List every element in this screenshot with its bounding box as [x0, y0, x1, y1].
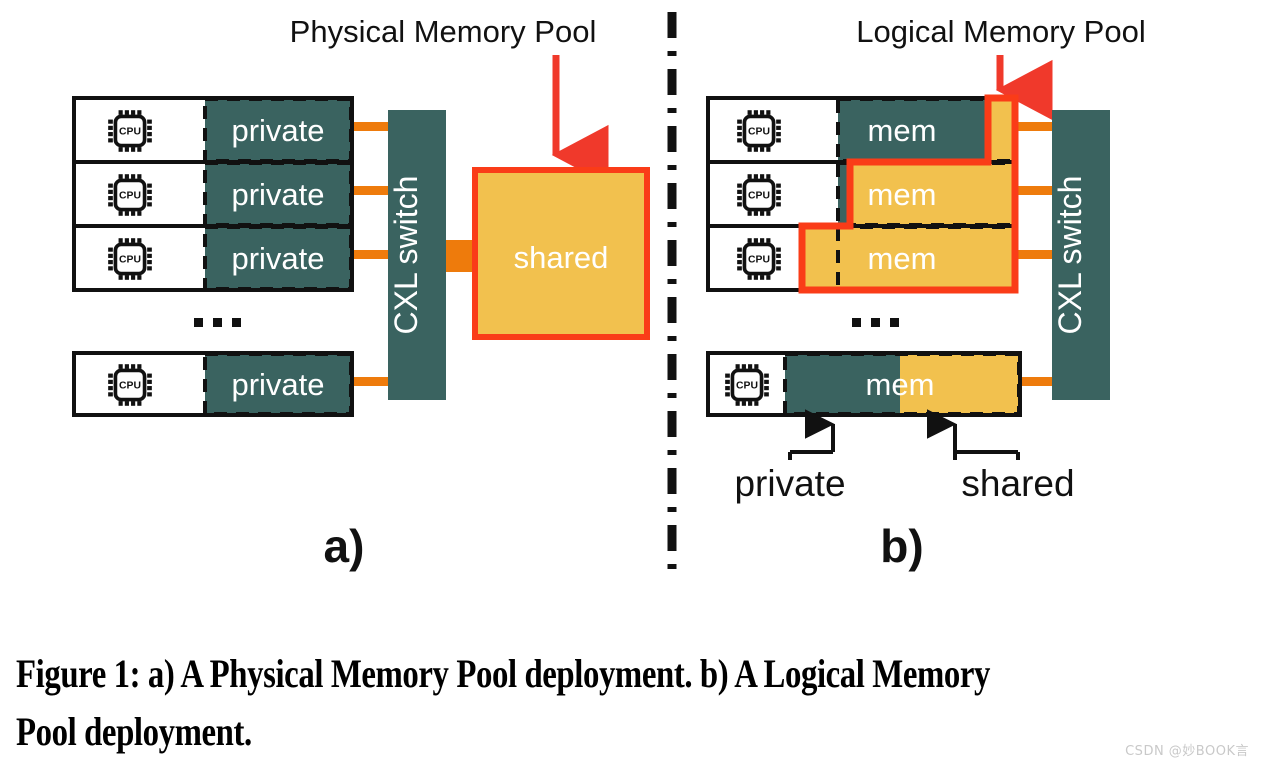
svg-text:mem: mem	[866, 367, 935, 402]
svg-text:CXL switch: CXL switch	[388, 176, 424, 335]
svg-text:Physical Memory Pool: Physical Memory Pool	[290, 14, 597, 49]
panel-a-label: a)	[324, 520, 365, 572]
svg-text:mem: mem	[868, 241, 937, 276]
svg-text:mem: mem	[868, 177, 937, 212]
panel-b-mem-labels: mem mem mem	[868, 113, 937, 276]
figure-caption: Figure 1: a) A Physical Memory Pool depl…	[16, 651, 991, 754]
panel-a-server-stack: private private private	[72, 96, 354, 292]
watermark: CSDN @妙BOOK言	[1125, 744, 1249, 759]
panel-b-logical-pool-outline	[798, 94, 1019, 294]
panel-b-ellipsis	[852, 318, 899, 327]
svg-text:private: private	[231, 113, 324, 148]
svg-text:CXL switch: CXL switch	[1052, 176, 1088, 335]
panel-a-title: Physical Memory Pool	[290, 14, 597, 49]
panel-a-server-row: private	[72, 160, 354, 228]
svg-text:private: private	[231, 367, 324, 402]
panel-b-server-row	[708, 98, 1015, 162]
panel-a-server-row: private	[72, 96, 354, 164]
svg-text:private: private	[734, 463, 845, 504]
panel-b-callout-shared: shared	[926, 409, 1075, 504]
svg-text:mem: mem	[868, 113, 937, 148]
panel-b-last-server: mem	[706, 351, 1022, 417]
panel-b-cxl-switch: CXL switch	[1052, 110, 1110, 400]
panel-a-server-row: private	[72, 224, 354, 292]
svg-text:private: private	[231, 241, 324, 276]
panel-b-title: Logical Memory Pool	[856, 14, 1145, 49]
panel-b-label: b)	[880, 520, 923, 572]
panel-a-shared-pool: shared	[472, 167, 650, 340]
panel-a-cxl-switch: CXL switch	[388, 110, 446, 400]
svg-text:Logical Memory Pool: Logical Memory Pool	[856, 14, 1145, 49]
panel-a-ellipsis	[194, 318, 241, 327]
svg-text:shared: shared	[961, 463, 1074, 504]
panel-a-last-server: private	[72, 351, 354, 417]
panel-b-callout-private: private	[734, 409, 846, 504]
svg-text:shared: shared	[514, 240, 609, 275]
svg-text:private: private	[231, 177, 324, 212]
panel-b-links	[1012, 122, 1052, 386]
